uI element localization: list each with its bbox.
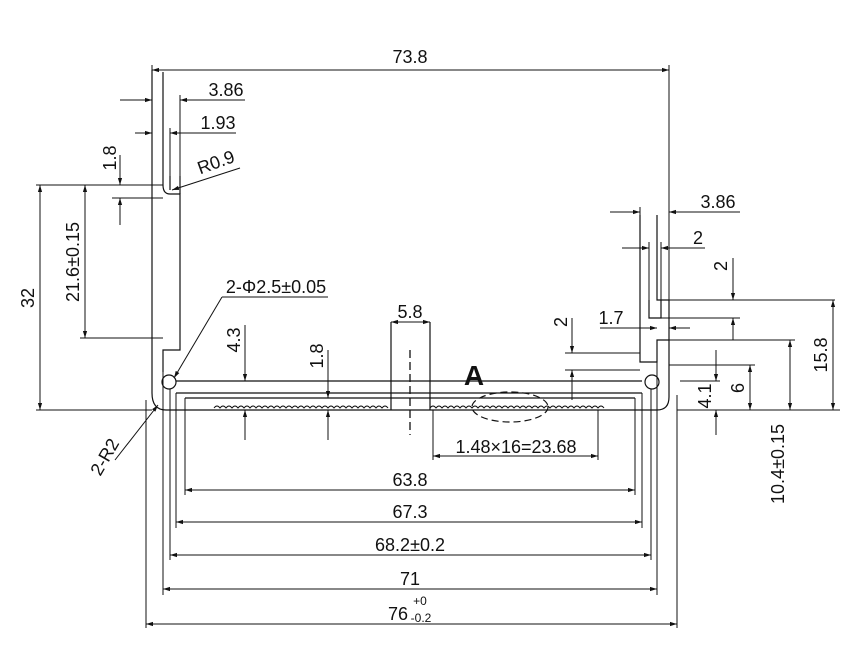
- dim-76-upper-tol: +0: [413, 594, 427, 608]
- dim-1-7: 1.7: [598, 308, 623, 328]
- dim-1-8-notch: 1.8: [100, 145, 120, 170]
- dim-3-86-left: 3.86: [208, 80, 243, 100]
- dim-10-4: 10.4±0.15: [768, 424, 788, 504]
- dim-32: 32: [18, 288, 38, 308]
- dim-73-8: 73.8: [392, 47, 427, 67]
- dim-76-lower-tol: -0.2: [411, 611, 432, 625]
- dimension-labels: 73.8 3.86 1.93 1.8 R0.9 32 21.6±0.15 2-Φ…: [18, 47, 831, 625]
- dim-2-left-of-right-wall: 2: [551, 317, 571, 327]
- profile-outline: [151, 70, 670, 435]
- dim-76: 76: [388, 604, 408, 624]
- dim-67-3: 67.3: [392, 502, 427, 522]
- dim-63-8: 63.8: [392, 470, 427, 490]
- dim-r0-9: R0.9: [195, 146, 238, 178]
- dim-1-93: 1.93: [200, 113, 235, 133]
- dim-1-8-center: 1.8: [307, 343, 327, 368]
- detail-a-label: A: [464, 360, 484, 391]
- dim-2-right-vertical: 2: [711, 261, 731, 271]
- serration-spec: 1.48×16=23.68: [455, 437, 576, 457]
- dim-2-right-inner: 2: [693, 228, 703, 248]
- dim-71: 71: [400, 569, 420, 589]
- dim-4-1: 4.1: [695, 383, 715, 408]
- hole-spec-label: 2-Φ2.5±0.05: [226, 277, 326, 297]
- dim-3-86-right: 3.86: [700, 192, 735, 212]
- dim-6: 6: [728, 383, 748, 393]
- dim-4-3: 4.3: [224, 327, 244, 352]
- dimension-lines: [36, 65, 840, 628]
- dim-5-8: 5.8: [397, 302, 422, 322]
- dim-21-6: 21.6±0.15: [63, 222, 83, 302]
- dim-15-8: 15.8: [811, 337, 831, 372]
- dim-68-2: 68.2±0.2: [375, 535, 445, 555]
